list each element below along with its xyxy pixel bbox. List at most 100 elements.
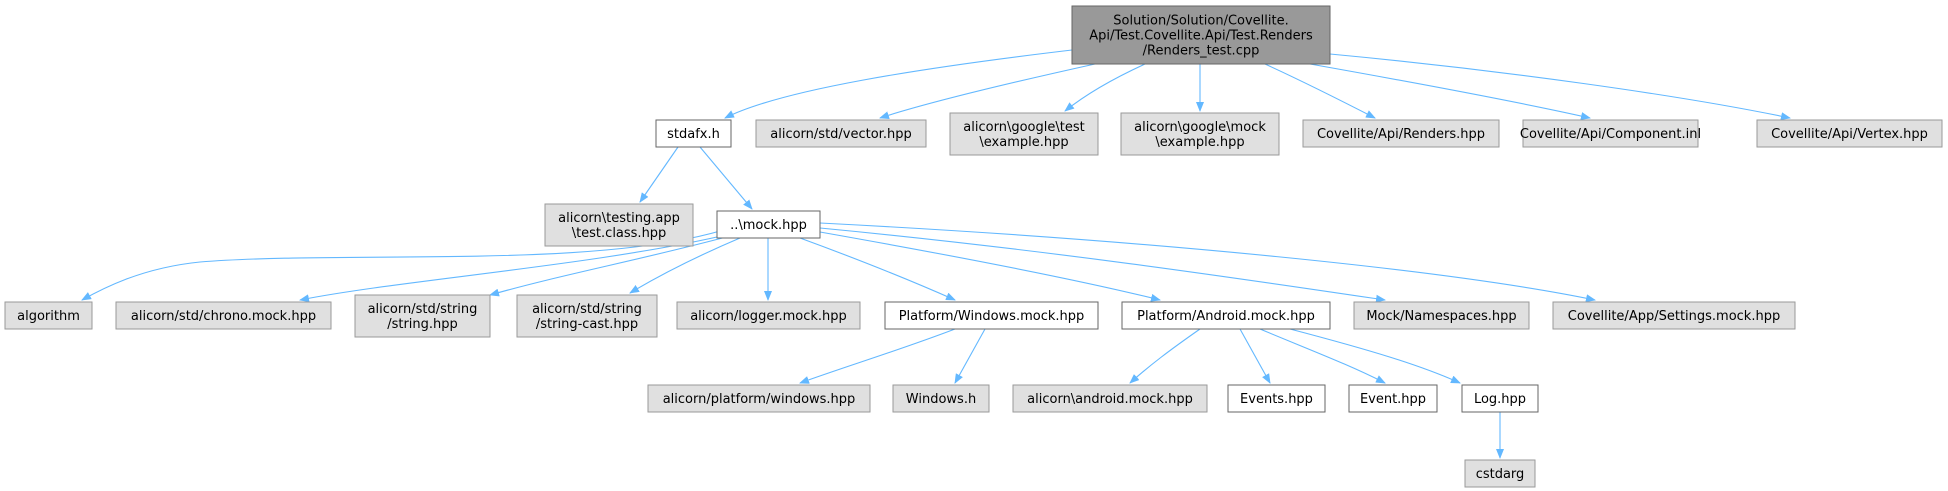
edge-andmock-events [1239,328,1271,384]
node-label-winmock: Platform/Windows.mock.hpp [899,309,1085,324]
node-box-stdafx [655,119,732,148]
edge-andmock-andhpp [1129,328,1201,384]
node-label-platwin: alicorn/platform/windows.hpp [663,392,856,407]
edge-winmock-windowsh [954,328,986,384]
node-box-platwin [647,384,871,413]
node-label-gmock: \example.hpp [1155,135,1244,150]
edge-stdafx-testclass [639,146,679,203]
edge-winmock-platwin [799,328,956,384]
node-label-testclass: alicorn\testing.app [558,211,680,226]
edge-root-renders [1264,63,1376,119]
node-cstdarg: cstdarg [1464,459,1536,488]
node-box-andhpp [1012,384,1208,413]
node-box-andmock [1121,301,1331,330]
node-box-log [1461,384,1539,413]
nodes-layer: Solution/Solution/Covellite.Api/Test.Cov… [4,5,1943,488]
node-winmock[interactable]: Platform/Windows.mock.hpp [884,301,1099,330]
node-label-renders: Covellite/Api/Renders.hpp [1317,127,1485,142]
node-box-vector [755,119,927,148]
node-label-algorithm: algorithm [17,309,80,324]
node-vertex: Covellite/Api/Vertex.hpp [1756,119,1943,148]
node-box-stringcast [516,294,658,338]
node-event[interactable]: Event.hpp [1348,384,1438,413]
node-platwin: alicorn/platform/windows.hpp [647,384,871,413]
node-box-root [1071,5,1331,65]
edge-root-vector [879,63,1096,120]
edge-andmock-log [1289,328,1461,384]
node-label-string: alicorn/std/string [368,302,478,317]
node-label-gtest: alicorn\google\test [963,120,1084,135]
node-box-events [1227,384,1326,413]
node-box-windowsh [892,384,990,413]
node-label-root: Solution/Solution/Covellite. [1113,14,1288,29]
edge-mock-algorithm [81,227,731,301]
node-logger: alicorn/logger.mock.hpp [676,301,861,330]
node-box-renders [1302,119,1500,148]
node-label-namespaces: Mock/Namespaces.hpp [1366,309,1516,324]
edge-mock-string [489,235,731,297]
node-gmock: alicorn\google\mock\example.hpp [1120,112,1280,156]
node-box-cstdarg [1464,459,1536,488]
node-andmock[interactable]: Platform/Android.mock.hpp [1121,301,1331,330]
edge-root-gtest [1064,63,1146,112]
edge-mock-namespaces [819,227,1386,303]
node-label-testclass: \test.class.hpp [572,226,667,241]
node-label-vertex: Covellite/Api/Vertex.hpp [1771,127,1928,142]
node-stdafx[interactable]: stdafx.h [655,119,732,148]
node-label-root: /Renders_test.cpp [1143,44,1260,59]
node-label-events: Events.hpp [1240,392,1313,407]
node-stringcast: alicorn/std/string/string-cast.hpp [516,294,658,338]
node-label-chrono: alicorn/std/chrono.mock.hpp [131,309,316,324]
node-box-event [1348,384,1438,413]
node-label-andhpp: alicorn\android.mock.hpp [1027,392,1193,407]
node-label-settings: Covellite/App/Settings.mock.hpp [1568,309,1780,324]
node-box-namespaces [1353,301,1530,330]
node-component: Covellite/Api/Component.inl [1520,119,1701,148]
node-box-vertex [1756,119,1943,148]
node-root: Solution/Solution/Covellite.Api/Test.Cov… [1071,5,1331,65]
node-label-stringcast: alicorn/std/string [532,302,642,317]
node-settings: Covellite/App/Settings.mock.hpp [1552,301,1796,330]
node-label-event: Event.hpp [1360,392,1426,407]
node-box-string [354,294,491,338]
node-label-vector: alicorn/std/vector.hpp [770,127,911,142]
node-events[interactable]: Events.hpp [1227,384,1326,413]
edge-mock-winmock [799,237,956,301]
edge-stdafx-mock [699,146,753,210]
edge-mock-stringcast [629,237,741,294]
edge-root-vertex [1329,53,1791,121]
node-windowsh: Windows.h [892,384,990,413]
node-label-andmock: Platform/Android.mock.hpp [1137,309,1315,324]
node-box-testclass [544,203,694,247]
node-andhpp: alicorn\android.mock.hpp [1012,384,1208,413]
node-label-mock: ..\mock.hpp [730,218,807,233]
node-label-log: Log.hpp [1474,392,1526,407]
node-label-root: Api/Test.Covellite.Api/Test.Renders [1089,29,1313,44]
node-string: alicorn/std/string/string.hpp [354,294,491,338]
node-label-string: /string.hpp [387,317,458,332]
node-algorithm: algorithm [4,301,93,330]
node-label-gmock: alicorn\google\mock [1134,120,1266,135]
node-box-mock [716,210,821,239]
node-box-gmock [1120,112,1280,156]
node-namespaces: Mock/Namespaces.hpp [1353,301,1530,330]
node-chrono: alicorn/std/chrono.mock.hpp [115,301,332,330]
node-box-logger [676,301,861,330]
node-box-gtest [949,112,1099,156]
node-label-component: Covellite/Api/Component.inl [1520,127,1701,142]
node-label-gtest: \example.hpp [979,135,1068,150]
node-box-settings [1552,301,1796,330]
node-box-winmock [884,301,1099,330]
edge-andmock-event [1259,328,1386,384]
node-label-windowsh: Windows.h [906,392,976,407]
node-label-stdafx: stdafx.h [667,127,720,142]
node-label-stringcast: /string-cast.hpp [536,317,638,332]
edge-mock-settings [819,222,1596,303]
node-testclass: alicorn\testing.app\test.class.hpp [544,203,694,247]
node-log[interactable]: Log.hpp [1461,384,1539,413]
node-label-cstdarg: cstdarg [1476,467,1525,482]
edge-root-component [1309,63,1591,120]
node-box-chrono [115,301,332,330]
node-mock[interactable]: ..\mock.hpp [716,210,821,239]
